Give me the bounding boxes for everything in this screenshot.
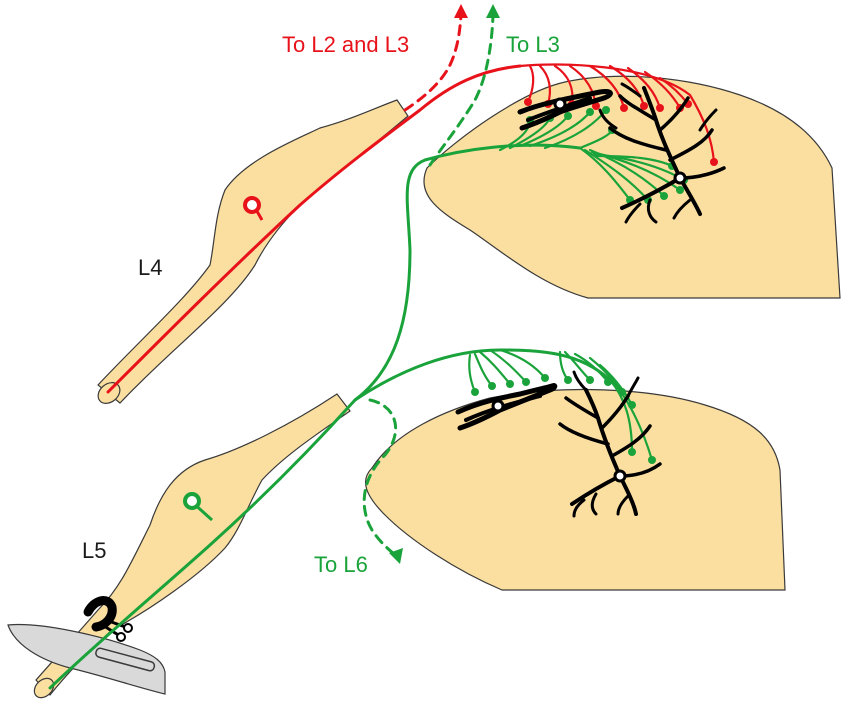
green-terminals-lower (471, 374, 656, 464)
label-to-l3: To L3 (506, 32, 560, 57)
ligature-clip-icon (83, 596, 133, 642)
arrow-down-icon-green (389, 548, 403, 564)
scalpel-icon (7, 623, 166, 695)
lower-tree-neuron-soma (613, 469, 627, 483)
scalpel-slot (95, 647, 156, 672)
spinal-cord-lower (364, 388, 786, 591)
label-to-l6: To L6 (314, 552, 368, 577)
upper-horizontal-neuron-soma (553, 97, 567, 111)
label-to-l2-and-l3: To L2 and L3 (282, 32, 409, 57)
lower-dorsal-horn-neurons (455, 370, 662, 518)
spinal-cord-upper (423, 75, 841, 299)
arrow-up-icon-green (486, 4, 500, 18)
l4-red-axon (106, 13, 522, 394)
label-l4: L4 (138, 255, 162, 280)
l5-dorsal-root (35, 393, 351, 696)
label-l5: L5 (82, 538, 106, 563)
l5-drg-soma (183, 492, 201, 510)
lower-horizontal-neuron-soma (491, 399, 505, 413)
upper-tree-neuron-soma (673, 171, 687, 185)
arrow-up-icon-red (454, 4, 468, 18)
l5-root-cut-end (33, 677, 55, 699)
l4-drg-soma (243, 196, 261, 214)
